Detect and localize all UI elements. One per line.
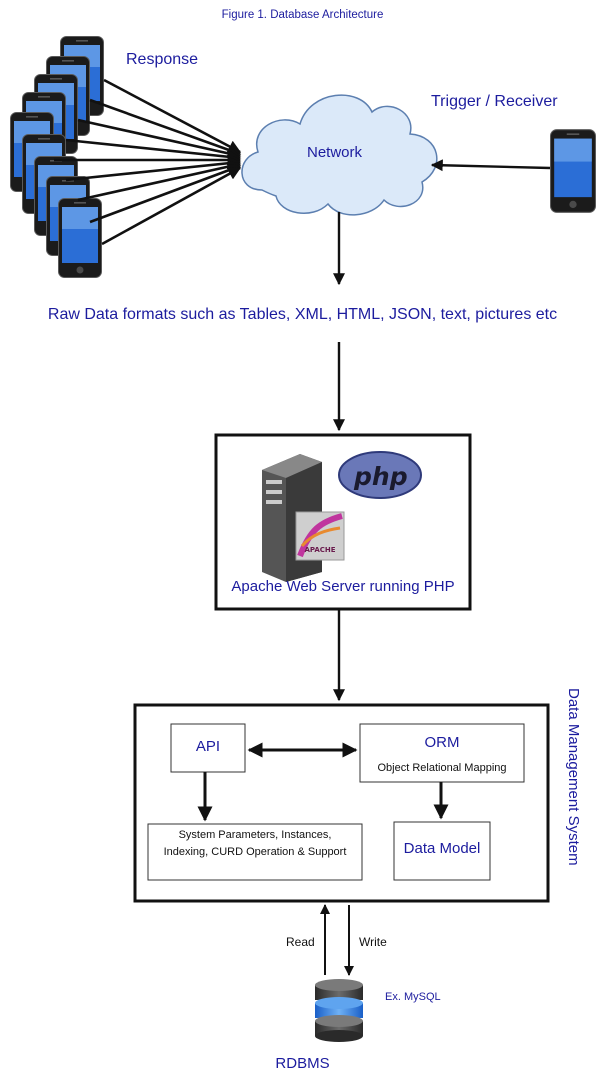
system-params-line1: System Parameters, Instances,: [178, 829, 332, 841]
dms-label: Data Management System: [565, 688, 582, 866]
rdbms-label: RDBMS: [275, 1055, 330, 1072]
server-label: Apache Web Server running PHP: [231, 578, 455, 595]
php-logo-icon: [338, 451, 422, 499]
system-params-box: [147, 823, 363, 881]
phone-icon: [550, 129, 596, 213]
system-params-label: System Parameters, Instances, Indexing, …: [148, 827, 362, 861]
network-label: Network: [307, 144, 363, 161]
php-logo-text: php: [354, 462, 408, 491]
cloud-icon: [241, 94, 438, 216]
system-params-line2: Indexing, CURD Operation & Support: [163, 846, 347, 858]
data-model-label: Data Model: [403, 840, 481, 857]
apache-logo-text: APACHE: [304, 546, 335, 554]
example-db-label: Ex. MySQL: [385, 991, 441, 1003]
trigger-arrow: [430, 159, 551, 172]
server-icon: APACHE: [262, 454, 345, 582]
api-box: [170, 723, 246, 773]
response-label: Response: [126, 51, 199, 68]
api-label: API: [195, 738, 221, 755]
database-icon: [315, 979, 363, 1042]
phone-icon: [58, 198, 102, 278]
trigger-receiver-label: Trigger / Receiver: [431, 93, 558, 110]
response-arrows: [54, 78, 242, 246]
orm-subtitle: Object Relational Mapping: [377, 762, 507, 774]
raw-data-label: Raw Data formats such as Tables, XML, HT…: [47, 306, 558, 323]
phone-stack: [10, 36, 104, 278]
write-label: Write: [359, 935, 387, 949]
data-model-box: [393, 821, 491, 881]
read-label: Read: [286, 935, 315, 949]
figure-title: Figure 1. Database Architecture: [221, 9, 384, 21]
orm-title: ORM: [424, 734, 460, 751]
